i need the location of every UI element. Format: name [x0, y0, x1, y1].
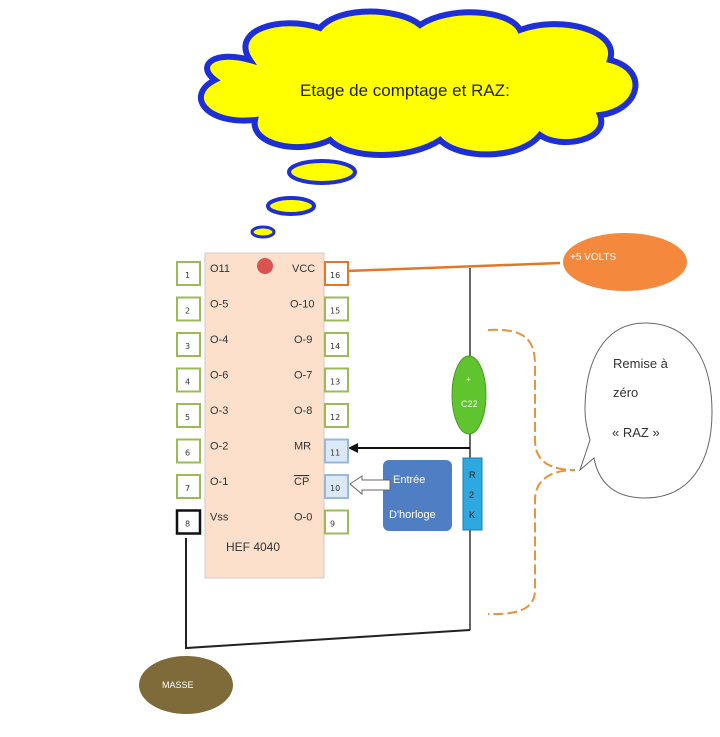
- right-pin-box: [324, 509, 349, 535]
- clock-input-box: [383, 460, 452, 531]
- left-pin-label: O-5: [210, 299, 228, 311]
- left-pin-number: 6: [185, 449, 190, 458]
- right-pin-number: 12: [330, 413, 340, 422]
- clock-label-line1: Entrée: [393, 474, 425, 486]
- mr-arrowhead: [348, 443, 358, 453]
- right-pin-box: [324, 367, 349, 393]
- clock-arrow: [349, 475, 391, 496]
- left-pin-number: 8: [185, 520, 190, 529]
- right-pin-number: 13: [330, 378, 340, 387]
- left-pin-label: O-4: [210, 334, 228, 346]
- right-pin-label: O-7: [294, 370, 312, 382]
- raz-brace: [487, 328, 576, 616]
- right-pin-label: VCC: [292, 263, 315, 275]
- right-pin-label: O-10: [290, 299, 314, 311]
- left-pin-box: [176, 296, 201, 322]
- right-pins: 16 VCC 15 O-10 14 O-9 13 O-7 12 O-8 11 MR 10 CP 9 O-0: [290, 261, 349, 535]
- right-pin-label: MR: [294, 441, 311, 453]
- right-pin-box: [324, 261, 349, 286]
- left-pin-label: O-2: [210, 441, 228, 453]
- cloud-shape: [198, 8, 639, 158]
- right-pin-label: O-8: [294, 405, 312, 417]
- left-pin-label: O-1: [210, 476, 228, 488]
- resistor-letters: R 2K: [469, 470, 476, 520]
- callout-line2: zéro: [613, 385, 638, 400]
- ground-label: MASSE: [162, 680, 194, 690]
- right-pin-box: [324, 438, 349, 464]
- left-pin-number: 5: [185, 413, 190, 422]
- title-cloud: Etage de comptage et RAZ:: [198, 8, 639, 239]
- supply-terminal: [563, 233, 687, 291]
- left-pin-label: O11: [210, 263, 230, 275]
- right-pin-number: 14: [330, 342, 340, 351]
- left-pin-box: [176, 367, 201, 393]
- left-pin-number: 3: [185, 342, 190, 351]
- vcc-wire: [346, 261, 561, 273]
- thought-bubble-small: [250, 225, 276, 239]
- raz-callout: [578, 322, 713, 499]
- capacitor: [451, 355, 487, 435]
- thought-bubble-large: [287, 159, 357, 185]
- left-pin-box: [176, 438, 201, 464]
- ground-wire: [185, 538, 471, 650]
- left-pin-box: [176, 474, 201, 499]
- callout-line3: « RAZ »: [612, 425, 660, 440]
- resistor-letter: 2: [469, 490, 474, 500]
- left-pin-label: O-3: [210, 405, 228, 417]
- resistor-letter: R: [469, 470, 476, 480]
- right-pin-box: [324, 332, 349, 357]
- thought-bubble-medium: [266, 196, 316, 216]
- diagram-title: Etage de comptage et RAZ:: [300, 81, 510, 100]
- left-pin-box: [176, 261, 201, 286]
- right-pin-label: CP: [294, 476, 309, 488]
- right-pin-number: 16: [330, 271, 340, 280]
- chip-notch: [257, 258, 273, 274]
- resistor-letter: K: [469, 510, 475, 520]
- left-pin-number: 7: [185, 484, 190, 493]
- callout-line1: Remise à: [613, 356, 669, 371]
- right-pin-box: [324, 403, 349, 428]
- left-pin-box: [176, 403, 201, 428]
- right-pin-label: O-9: [294, 334, 312, 346]
- right-pin-number: 11: [330, 449, 340, 458]
- supply-label: +5 VOLTS: [570, 252, 617, 263]
- left-pin-number: 2: [185, 307, 190, 316]
- capacitor-plus: +: [466, 375, 471, 384]
- ground-terminal: [139, 656, 233, 714]
- right-pin-number: 10: [330, 484, 340, 493]
- left-pin-number: 1: [185, 271, 190, 280]
- right-pin-label: O-0: [294, 512, 312, 524]
- right-pin-box: [324, 474, 349, 499]
- right-pin-number: 15: [330, 307, 340, 316]
- left-pins: 1 O11 2 O-5 3 O-4 4 O-6 5 O-3 6 O-2 7 O-1 8 Vss: [175, 261, 230, 535]
- clock-label-line2: D'horloge: [389, 509, 436, 521]
- right-pin-box: [324, 296, 349, 322]
- resistor: [462, 457, 483, 531]
- left-pin-number: 4: [185, 378, 190, 387]
- right-pin-number: 9: [330, 520, 335, 529]
- capacitor-label: C22: [461, 399, 478, 409]
- left-pin-box: [176, 332, 201, 357]
- chip-name: HEF 4040: [226, 540, 280, 554]
- left-pin-label: O-6: [210, 370, 228, 382]
- wires: [185, 261, 561, 650]
- left-pin-box: [175, 509, 202, 535]
- left-pin-label: Vss: [210, 512, 229, 524]
